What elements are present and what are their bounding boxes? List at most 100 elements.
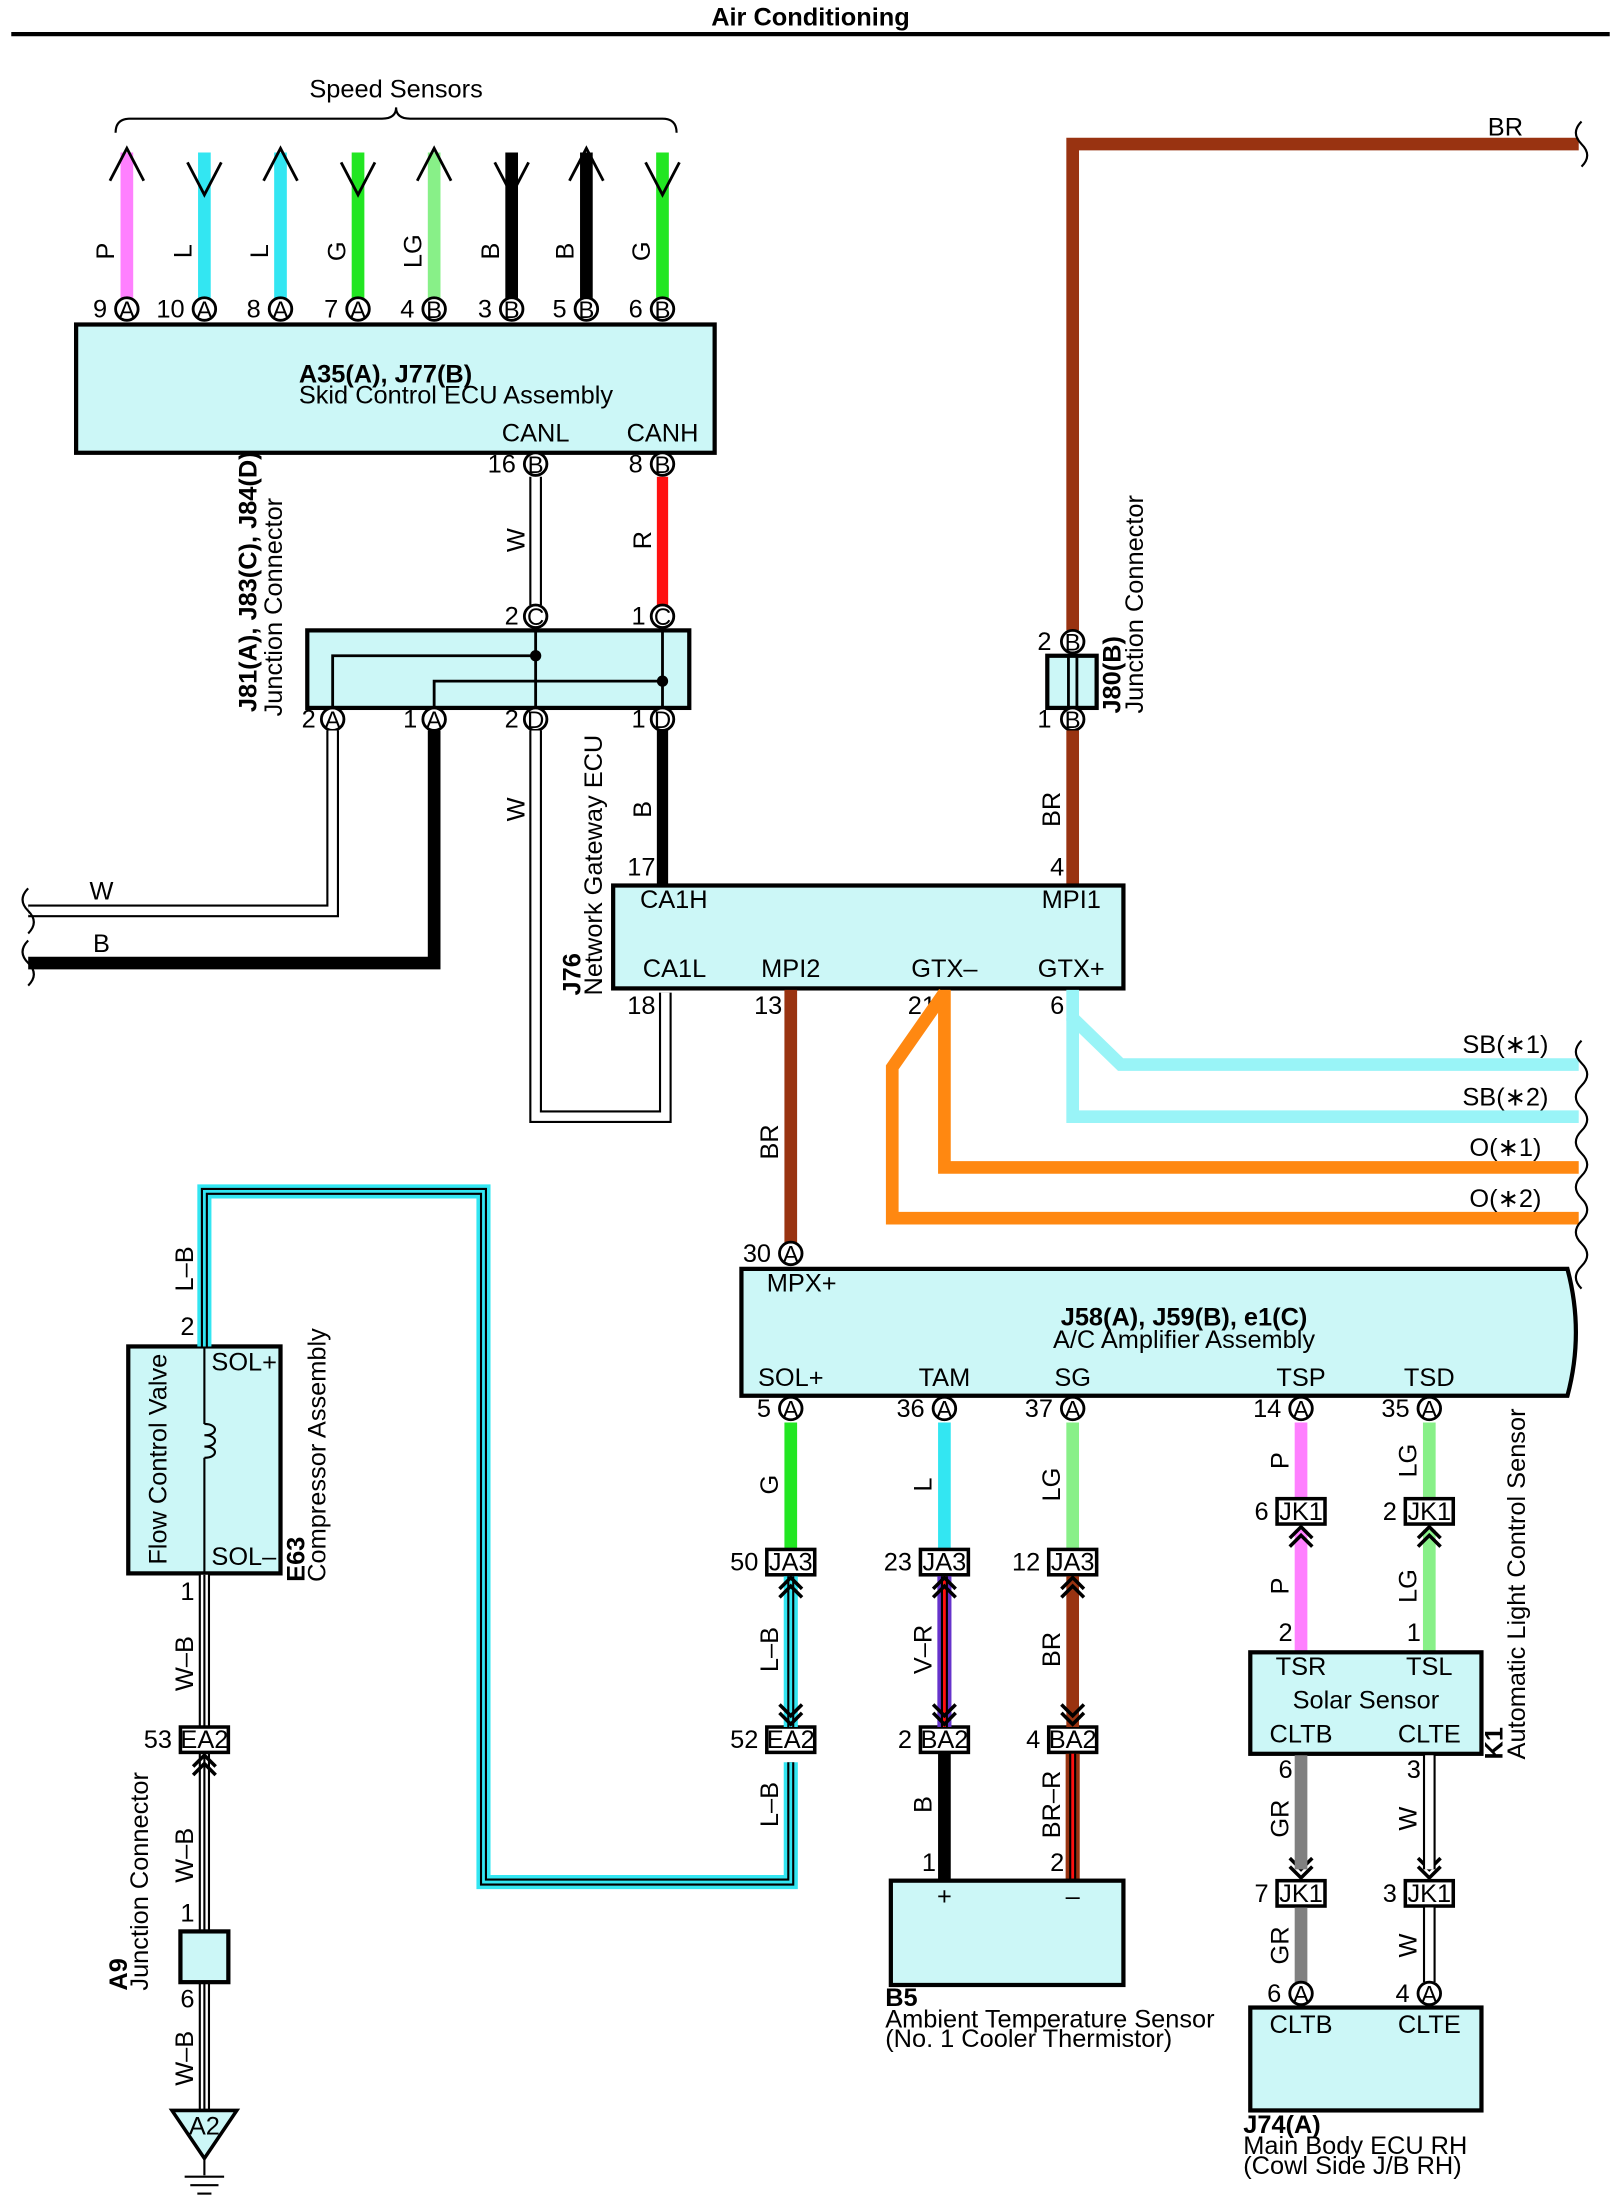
wire-left-white (28, 730, 337, 916)
wire-label-br-mpi1: BR (1038, 792, 1066, 827)
jk1_tsp-chevron (1288, 1524, 1314, 1548)
junction-j81-bus-lower (432, 679, 664, 707)
wire-label-lb-sol1: L–B (756, 1627, 784, 1672)
ba2_sg-chevron (1060, 1703, 1086, 1727)
amplifier-term-pin-letter-2: A (1065, 1396, 1081, 1423)
junction-j80-pin-top-letter: B (1065, 630, 1081, 657)
speed-wire-pin-letter-3: A (350, 297, 366, 324)
gateway-name: Network Gateway ECU (580, 735, 608, 996)
speed-wire-color-1: L (170, 244, 198, 258)
amplifier-term-num-0: 5 (757, 1395, 771, 1423)
skid-canh-pin (649, 451, 676, 477)
wire-label-canl-w: W (502, 528, 530, 552)
body-cltb-num: 6 (1267, 1980, 1281, 2008)
junction-j80-box (1045, 653, 1099, 711)
amplifier-term-pin-2 (1059, 1395, 1086, 1422)
chevron-ea2-comp (191, 1752, 217, 1777)
amplifier-term-pin-letter-4: A (1421, 1396, 1437, 1423)
wire-label-d1-b: B (629, 801, 657, 818)
wire-label-d2-w: W (502, 797, 530, 821)
ambient-name: Ambient Temperature Sensor (885, 2005, 1215, 2033)
jk1_cltb-num: 7 (1254, 1880, 1268, 1908)
light-code: K1 (1481, 1727, 1509, 1759)
body-code: J74(A) (1243, 2111, 1321, 2139)
amplifier-term-label-0: SOL+ (758, 1364, 824, 1392)
junction-j80-pin-bottom-letter: B (1065, 707, 1081, 734)
skid-ecu-code: A35(A), J77(B) (299, 360, 472, 388)
jk1_clte-num: 3 (1383, 1880, 1397, 1908)
ja3_sol-num: 50 (730, 1549, 758, 1577)
compressor-name: Compressor Assembly (304, 1328, 332, 1582)
wire-label-p-tsp1: P (1266, 1452, 1294, 1469)
speed-wire-arrow-up-4 (415, 145, 453, 182)
speed-wire-pin-letter-0: A (119, 297, 135, 324)
body-cltb-label: CLTB (1270, 2011, 1333, 2039)
wire-label-lg-tsd1: LG (1395, 1444, 1423, 1478)
wire-label-vr-tam: V–R (910, 1625, 938, 1674)
gateway-gtxp-label: GTX+ (1038, 955, 1105, 983)
junction-j80-code: J80(B) (1099, 636, 1127, 714)
junction-j81-pin-letter-4: D (527, 707, 544, 734)
jk1_tsd-connector (1403, 1496, 1456, 1526)
speed-wire-pin-2 (267, 296, 294, 322)
jk1_tsp-code: JK1 (1279, 1498, 1323, 1526)
wire-label-w2: W (1395, 1933, 1423, 1957)
skid-control-ecu-box (74, 322, 717, 455)
speed-wire-arrow-up-6 (568, 145, 605, 182)
gateway-gtxm-label: GTX– (911, 955, 978, 983)
body-name: Main Body ECU RH (1243, 2132, 1467, 2160)
wire-o1 (938, 989, 1579, 1174)
break-right-wires (1574, 1039, 1589, 1290)
speed-wire-num-7: 6 (629, 295, 643, 323)
ground-icon (184, 2175, 225, 2195)
skid-canl-pin-num: 16 (488, 451, 516, 479)
junction-j81-pin-num-3: 1 (403, 706, 417, 734)
wire-label-lg-sg: LG (1038, 1468, 1066, 1502)
wire-left-black (28, 730, 441, 970)
junction-j80-pin-top (1059, 628, 1086, 655)
speed-wire-pin-letter-7: B (655, 297, 671, 324)
page-title: Air Conditioning (711, 4, 910, 32)
ja3_tam-chevron (931, 1575, 957, 1599)
wire-left-white-outline (28, 730, 340, 918)
ground-triangle (168, 2108, 241, 2162)
wire-label-lg-tsd2: LG (1395, 1569, 1423, 1603)
wire-label-br-mpi2: BR (756, 1124, 784, 1159)
ba2_sg-num: 4 (1026, 1726, 1040, 1754)
wire-label-br-top: BR (1488, 114, 1523, 142)
amplifier-term-num-3: 14 (1253, 1395, 1281, 1423)
gateway-ca1h-num: 17 (627, 854, 655, 882)
ea2_sol-num: 52 (730, 1726, 758, 1754)
wire-sb2 (1066, 1018, 1579, 1124)
junction-j81-pin-1 (649, 603, 676, 629)
wire-label-p-tsp2: P (1266, 1578, 1294, 1595)
light-inner: Solar Sensor (1293, 1687, 1440, 1715)
amplifier-term-pin-0 (778, 1395, 804, 1422)
wire-label-gr1: GR (1266, 1800, 1294, 1838)
speed-wire-arrow-down-5 (493, 161, 530, 198)
ea2-comp-connector (178, 1725, 231, 1755)
wire-label-canh-r: R (629, 531, 657, 549)
wire-d2-ca1l (531, 730, 670, 1121)
amplifier-mpx-pin (778, 1240, 804, 1267)
ja3_sol-code: JA3 (769, 1549, 813, 1577)
junction-a9-code: A9 (105, 1958, 133, 1990)
ambient-minus-num: 2 (1050, 1849, 1064, 1877)
ja3_sg-connector (1046, 1547, 1099, 1577)
ba2_sg-connector (1046, 1725, 1099, 1755)
wire-label-lb-comp: L–B (171, 1246, 199, 1291)
speed-wire-color-5: B (477, 243, 505, 260)
skid-canl-pin (522, 451, 549, 477)
junction-j81-pin-num-2: 2 (302, 706, 316, 734)
speed-sensor-wires: P9AFL+L10AFL–L8AFR+G7AFR–LG4BRL+B3BRL–B5… (92, 145, 689, 353)
junction-j81-box (305, 628, 692, 711)
skid-canh-pin-num: 8 (629, 451, 643, 479)
junction-j80-pin-bottom-num: 1 (1037, 706, 1051, 734)
jk1_clte-connector (1403, 1878, 1456, 1908)
gateway-mpi1-num: 4 (1050, 854, 1064, 882)
ambient-sub: (No. 1 Cooler Thermistor) (885, 2025, 1172, 2053)
ea2-comp-num: 53 (144, 1726, 172, 1754)
ja3_sg-chevron (1060, 1575, 1086, 1599)
